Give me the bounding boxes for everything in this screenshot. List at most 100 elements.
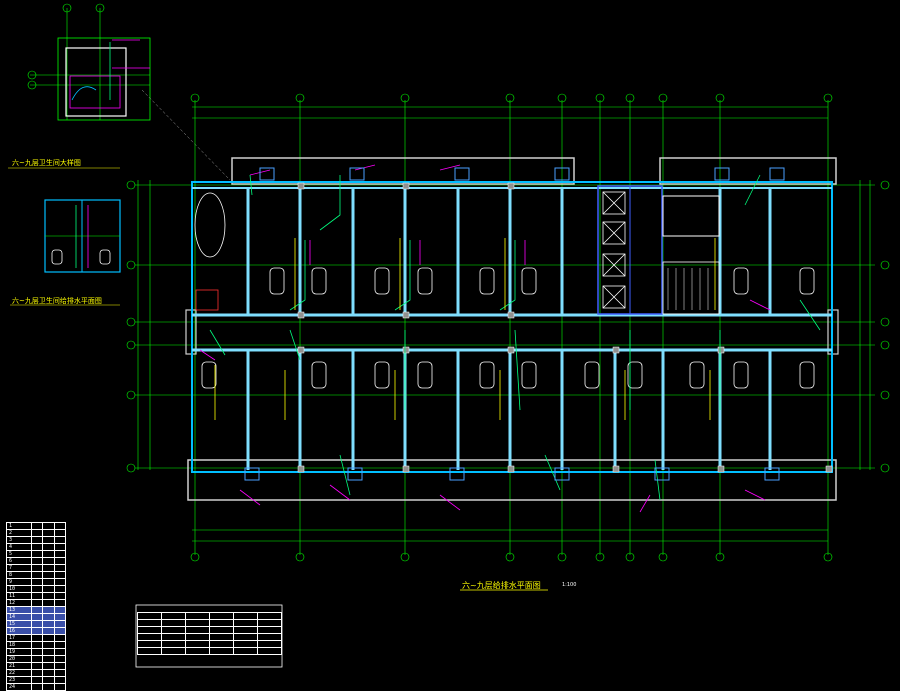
table-cell [161,633,186,641]
table-cell [209,612,234,620]
table-row: 14 [6,613,67,621]
table-row: 3 [6,536,67,544]
table-cell [53,648,67,656]
table-row: 12 [6,599,67,607]
table-cell: 8 [6,571,32,579]
table-cell [30,627,44,635]
table-cell [42,634,55,642]
table-cell: 10 [6,585,32,593]
table-cell: 6 [6,557,32,565]
table-cell [42,585,55,593]
table-cell [42,613,55,621]
table-cell [233,633,258,641]
table-cell [209,626,234,634]
table-cell [30,564,44,572]
table-cell [257,619,282,627]
table-cell [30,613,44,621]
table-cell [257,633,282,641]
schedule-table [137,612,282,655]
table-cell: 3 [6,536,32,544]
table-cell: 11 [6,592,32,600]
main-plan-title: 六~九层给排水平面图 [462,581,541,590]
table-cell [185,626,210,634]
table-cell: 23 [6,676,32,684]
table-cell [42,571,55,579]
table-cell [30,669,44,677]
table-cell: 5 [6,550,32,558]
table-cell [30,655,44,663]
table-cell [137,647,162,655]
detail-1-title: 六~九层卫生间大样图 [12,159,81,167]
table-cell [42,606,55,614]
table-row: 10 [6,585,67,593]
table-cell [42,550,55,558]
table-cell [161,640,186,648]
table-cell [53,557,67,565]
table-row: 2 [6,529,67,537]
table-cell [42,592,55,600]
table-cell: 13 [6,606,32,614]
table-cell [30,585,44,593]
table-cell [233,647,258,655]
table-cell [185,647,210,655]
table-cell [42,543,55,551]
table-cell [209,619,234,627]
table-row: 5 [6,550,67,558]
table-row: 18 [6,641,67,649]
table-cell [30,620,44,628]
table-cell [53,662,67,670]
table-cell: 22 [6,669,32,677]
table-cell [161,612,186,620]
table-cell [53,522,67,530]
table-cell [137,619,162,627]
table-cell [185,633,210,641]
toilet-detail-inset [10,199,121,306]
table-cell [30,543,44,551]
table-cell [53,571,67,579]
table-cell [233,640,258,648]
table-cell [53,655,67,663]
table-cell: 17 [6,634,32,642]
table-cell [42,683,55,691]
table-cell [42,641,55,649]
table-cell [233,619,258,627]
table-cell [53,613,67,621]
table-cell [53,606,67,614]
table-cell [137,633,162,641]
table-row: 17 [6,634,67,642]
table-cell [209,647,234,655]
key-plan-inset [27,3,231,181]
table-cell [257,640,282,648]
table-cell [42,662,55,670]
table-cell: 16 [6,627,32,635]
table-cell: 18 [6,641,32,649]
table-cell [42,529,55,537]
table-cell [53,578,67,586]
table-row: 20 [6,655,67,663]
table-cell [30,599,44,607]
table-row [137,647,282,655]
table-cell [42,676,55,684]
table-row [137,633,282,641]
supply-pipes [209,174,821,501]
table-cell [30,662,44,670]
table-row: 22 [6,669,67,677]
table-row: 7 [6,564,67,572]
table-cell [30,536,44,544]
table-cell [137,640,162,648]
table-row [137,612,282,620]
table-row: 16 [6,627,67,635]
table-cell: 4 [6,543,32,551]
table-cell [209,633,234,641]
table-cell [53,550,67,558]
table-row: 9 [6,578,67,586]
table-cell [53,627,67,635]
table-cell [53,620,67,628]
table-cell [209,640,234,648]
table-cell [137,626,162,634]
table-cell [53,599,67,607]
table-row: 8 [6,571,67,579]
table-cell [233,612,258,620]
table-cell [42,599,55,607]
table-cell [161,626,186,634]
